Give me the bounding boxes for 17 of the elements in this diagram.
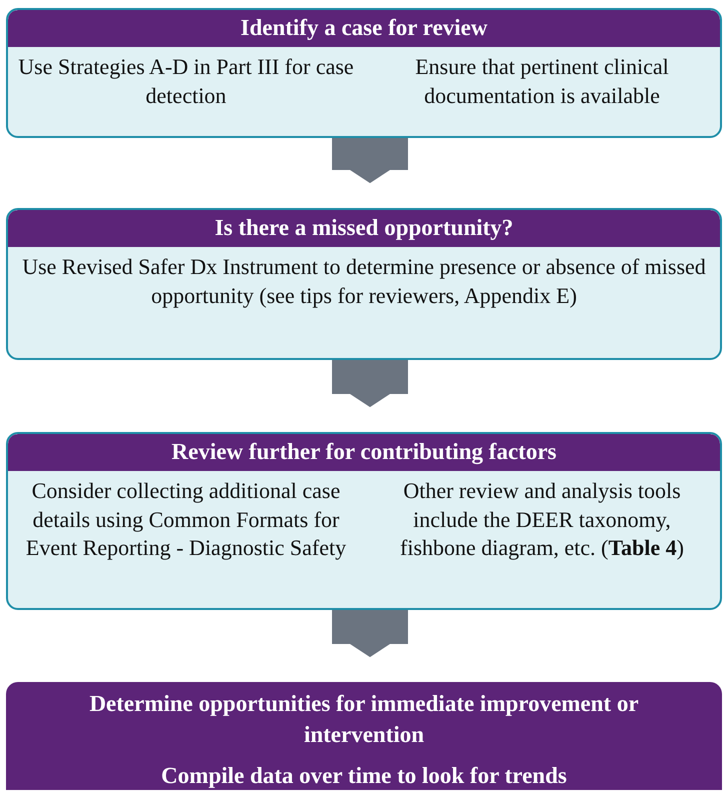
- step-heading: Is there a missed opportunity?: [8, 210, 720, 247]
- block-arrow: [332, 138, 408, 184]
- step-description: Ensure that pertinent clinical documentation is available: [414, 53, 670, 110]
- process-box: [6, 8, 722, 138]
- process-box: [6, 208, 722, 360]
- result-box: [6, 682, 722, 790]
- result-text: Compile data over time to look for trends: [161, 762, 567, 790]
- step-heading: Review further for contributing factors: [8, 434, 720, 471]
- process-box: [6, 432, 722, 610]
- block-arrow: [332, 360, 408, 408]
- result-text: Determine opportunities for immediate improvement or intervention: [88, 690, 640, 750]
- step-description: Use Strategies A-D in Part III for case detection: [18, 53, 354, 110]
- step-description: Use Revised Safer Dx Instrument to determine presence or absence of missed opportunity (see tips for reviewers, Appendix E): [21, 253, 707, 310]
- step-description: Consider collecting additional case details using Common Formats for Event Reporting - Diagnostic Safety: [24, 477, 348, 562]
- step-heading: Identify a case for review: [8, 10, 720, 47]
- block-arrow: [332, 610, 408, 658]
- step-description: Other review and analysis tools include the DEER taxonomy, fishbone diagram, etc. (Table 4): [399, 477, 685, 562]
